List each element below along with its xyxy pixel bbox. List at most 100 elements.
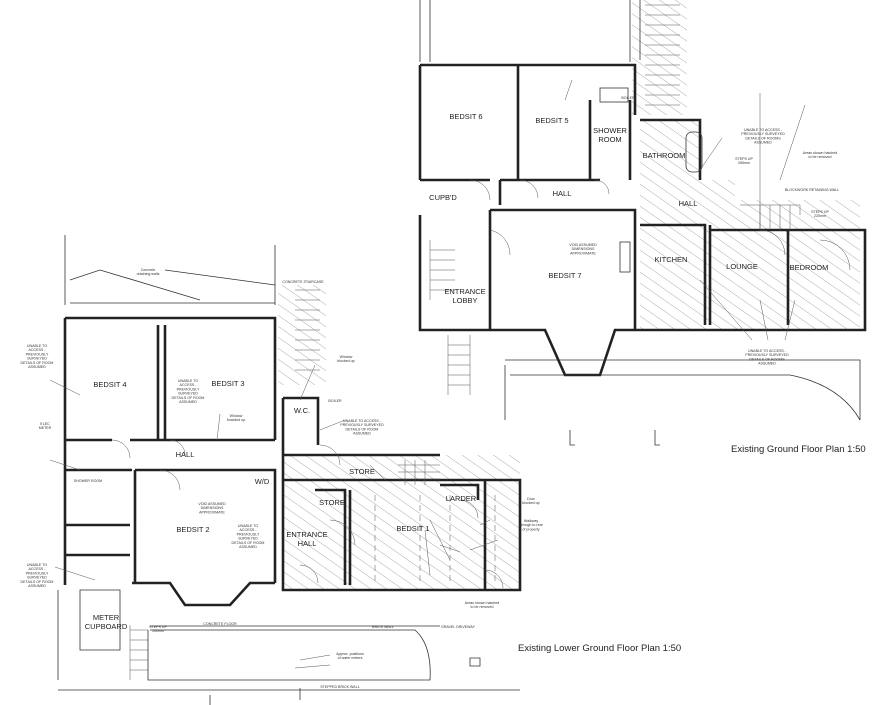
- annotation-door-blocked: blocked up: [522, 501, 539, 505]
- room-label-entrance-hall: ENTRANCE: [286, 530, 327, 539]
- annotation-unable-l5: DETAILS OF ROOM: [21, 580, 54, 584]
- room-label-bedsit-4: BEDSIT 4: [93, 380, 126, 389]
- annotation-water-meters: of water meters: [338, 656, 363, 660]
- hatched-area-east-wing: [640, 120, 860, 330]
- annotation-void-g: APPROXIMATE: [570, 251, 596, 255]
- room-label-wd: W/D: [255, 477, 270, 486]
- room-label-bathroom: BATHROOM: [643, 151, 686, 160]
- annotation-steps-g2: 225mm: [814, 214, 826, 218]
- annotation-hatched-l: Areas shown hatched: [465, 601, 500, 605]
- room-label-hall-l: HALL: [176, 450, 195, 459]
- annotation-unable-g1: ASSUMED: [754, 141, 772, 145]
- annotation-elec-meter: METER: [39, 426, 52, 430]
- annotation-hatched-g: to be removed: [809, 155, 832, 159]
- annotation-unable-l4: PREVIOUSLY: [237, 532, 260, 536]
- ground-floor-plan-title: Existing Ground Floor Plan 1:50: [731, 444, 866, 455]
- annotation-void-l: DIMENSIONS: [201, 506, 224, 510]
- annotation-unable-g2: UNABLE TO ACCESS -: [748, 349, 787, 353]
- room-label-larder: LARDER: [446, 494, 477, 503]
- room-label-bedroom: BEDROOM: [790, 263, 829, 272]
- annotation-steps-l: 100mm: [152, 629, 164, 633]
- annotation-window-blocked: Window: [340, 355, 353, 359]
- room-label-bedsit-6: BEDSIT 6: [449, 112, 482, 121]
- annotation-shower-room: SHOWER ROOM: [74, 479, 102, 483]
- annotation-unable-l5: PREVIOUSLY: [26, 571, 49, 575]
- annotation-door-blocked: Door: [527, 497, 536, 501]
- annotation-elec-meter: ELEC: [40, 422, 50, 426]
- annotation-stepped-wall: STEPPED BRICK WALL: [320, 685, 359, 689]
- room-label-meter-cupboard: METER: [93, 613, 120, 622]
- annotation-unable-l2: ACCESS -: [180, 383, 198, 387]
- annotation-unable-l3: UNABLE TO ACCESS -: [343, 419, 382, 423]
- room-label-bedsit-7: BEDSIT 7: [548, 271, 581, 280]
- annotation-unable-l1: ASSUMED: [28, 365, 46, 369]
- annotation-unable-g1: DETAILS OF ROOMS: [745, 136, 781, 140]
- annotation-unable-g2: ASSUMED: [758, 362, 776, 366]
- annotation-unable-l3: PREVIOUSLY SURVEYED: [340, 423, 384, 427]
- annotation-unable-l1: UNABLE TO: [27, 344, 47, 348]
- room-label-bedsit-3: BEDSIT 3: [211, 379, 244, 388]
- annotation-hatched-l: to be removed: [471, 605, 494, 609]
- annotation-unable-g1: PREVIOUSLY SURVEYED: [741, 132, 785, 136]
- annotation-unable-l5: UNABLE TO: [27, 563, 47, 567]
- annotation-walkway: through to rear: [519, 523, 543, 527]
- annotation-walkway: Walkway: [524, 519, 538, 523]
- annotation-unable-l5: ASSUMED: [28, 584, 46, 588]
- room-label-shower-room-g: ROOM: [598, 135, 621, 144]
- stairs-ground: [429, 4, 801, 395]
- garden-boundary-ground: [504, 359, 861, 421]
- room-label-bedsit-5: BEDSIT 5: [535, 116, 568, 125]
- lower-ground-floor-plan-title: Existing Lower Ground Floor Plan 1:50: [518, 643, 681, 654]
- annotation-steps-g: 265mm: [738, 161, 750, 165]
- annotation-concrete-floor: CONCRETE FLOOR: [203, 622, 237, 626]
- annotation-unable-l1: PREVIOUSLY: [26, 352, 49, 356]
- annotation-void-g: DIMENSIONS: [572, 247, 595, 251]
- annotation-unable-l4: DETAILS OF ROOM: [232, 541, 265, 545]
- annotation-unable-l2: DETAILS OF ROOM: [172, 396, 205, 400]
- lower-floor-walls: [63, 316, 522, 607]
- room-label-bedsit-2: BEDSIT 2: [176, 525, 209, 534]
- room-label-lounge: LOUNGE: [726, 262, 758, 271]
- annotation-gravel: GRAVEL DRIVEWAY: [441, 625, 476, 629]
- room-label-entrance-lobby: ENTRANCE: [444, 287, 485, 296]
- stairs-lower: [129, 289, 440, 680]
- annotation-unable-g1: UNABLE TO ACCESS -: [744, 128, 783, 132]
- annotation-void-l: APPROXIMATE: [199, 510, 225, 514]
- annotation-retaining: BLOCKWORK RETAINING WALL: [785, 188, 839, 192]
- annotation-concrete-walls: retaining walls: [137, 272, 160, 276]
- annotation-window-boarded: Window: [230, 414, 243, 418]
- annotation-void-g: VOID ASSUMED: [569, 243, 597, 247]
- annotation-water-meters: Approx. positions: [336, 652, 364, 656]
- annotation-unable-l2: PREVIOUSLY: [177, 387, 200, 391]
- annotation-unable-g2: DETAILS OF ROOMS: [749, 357, 785, 361]
- annotation-walkway: of property: [522, 527, 539, 531]
- room-label-bedsit-1: BEDSIT 1: [396, 524, 429, 533]
- hatched-area-stairs-ground: [632, 0, 687, 115]
- lower-ground-floor-plan: [49, 235, 522, 705]
- room-label-entrance-hall: HALL: [298, 539, 317, 548]
- annotation-unable-l2: ASSUMED: [179, 400, 197, 404]
- annotation-unable-l1: SURVEYED: [27, 357, 47, 361]
- annotation-steps-g2: STEPS UP: [811, 210, 829, 214]
- annotation-unable-l2: SURVEYED: [178, 392, 198, 396]
- annotation-unable-l4: ACCESS -: [240, 528, 258, 532]
- garden-boundary-lower: [58, 625, 520, 691]
- ground-floor-plan: [418, 0, 867, 446]
- room-label-wc: W.C.: [294, 406, 310, 415]
- annotation-unable-l5: ACCESS -: [29, 567, 47, 571]
- annotation-window-boarded: boarded up: [227, 418, 245, 422]
- annotation-window-blocked: blocked up: [337, 359, 354, 363]
- annotation-boiler-l: BOILER: [328, 399, 342, 403]
- annotation-unable-g2: PREVIOUSLY SURVEYED: [745, 353, 789, 357]
- annotation-unable-l4: ASSUMED: [239, 545, 257, 549]
- annotation-unable-l2: UNABLE TO: [178, 379, 198, 383]
- room-label-meter-cupboard: CUPBOARD: [85, 622, 128, 631]
- room-label-hall-g1: HALL: [553, 189, 572, 198]
- room-label-shower-room-g: SHOWER: [593, 126, 627, 135]
- annotation-hatched-g: Areas shown hatched: [803, 151, 838, 155]
- annotation-unable-l1: DETAILS OF ROOM: [21, 361, 54, 365]
- annotation-unable-l5: SURVEYED: [27, 576, 47, 580]
- annotation-unable-l4: SURVEYED: [238, 537, 258, 541]
- annotation-unable-l4: UNABLE TO: [238, 524, 258, 528]
